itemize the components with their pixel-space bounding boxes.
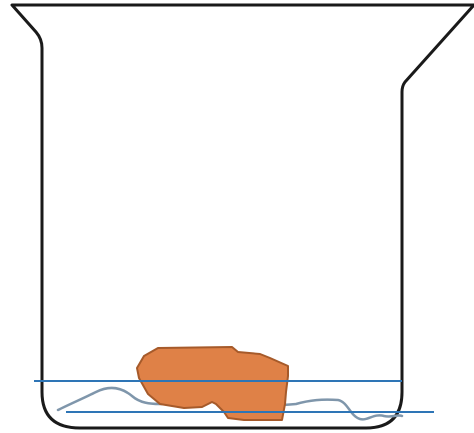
beaker-outline (10, 3, 474, 430)
rock (136, 346, 289, 421)
